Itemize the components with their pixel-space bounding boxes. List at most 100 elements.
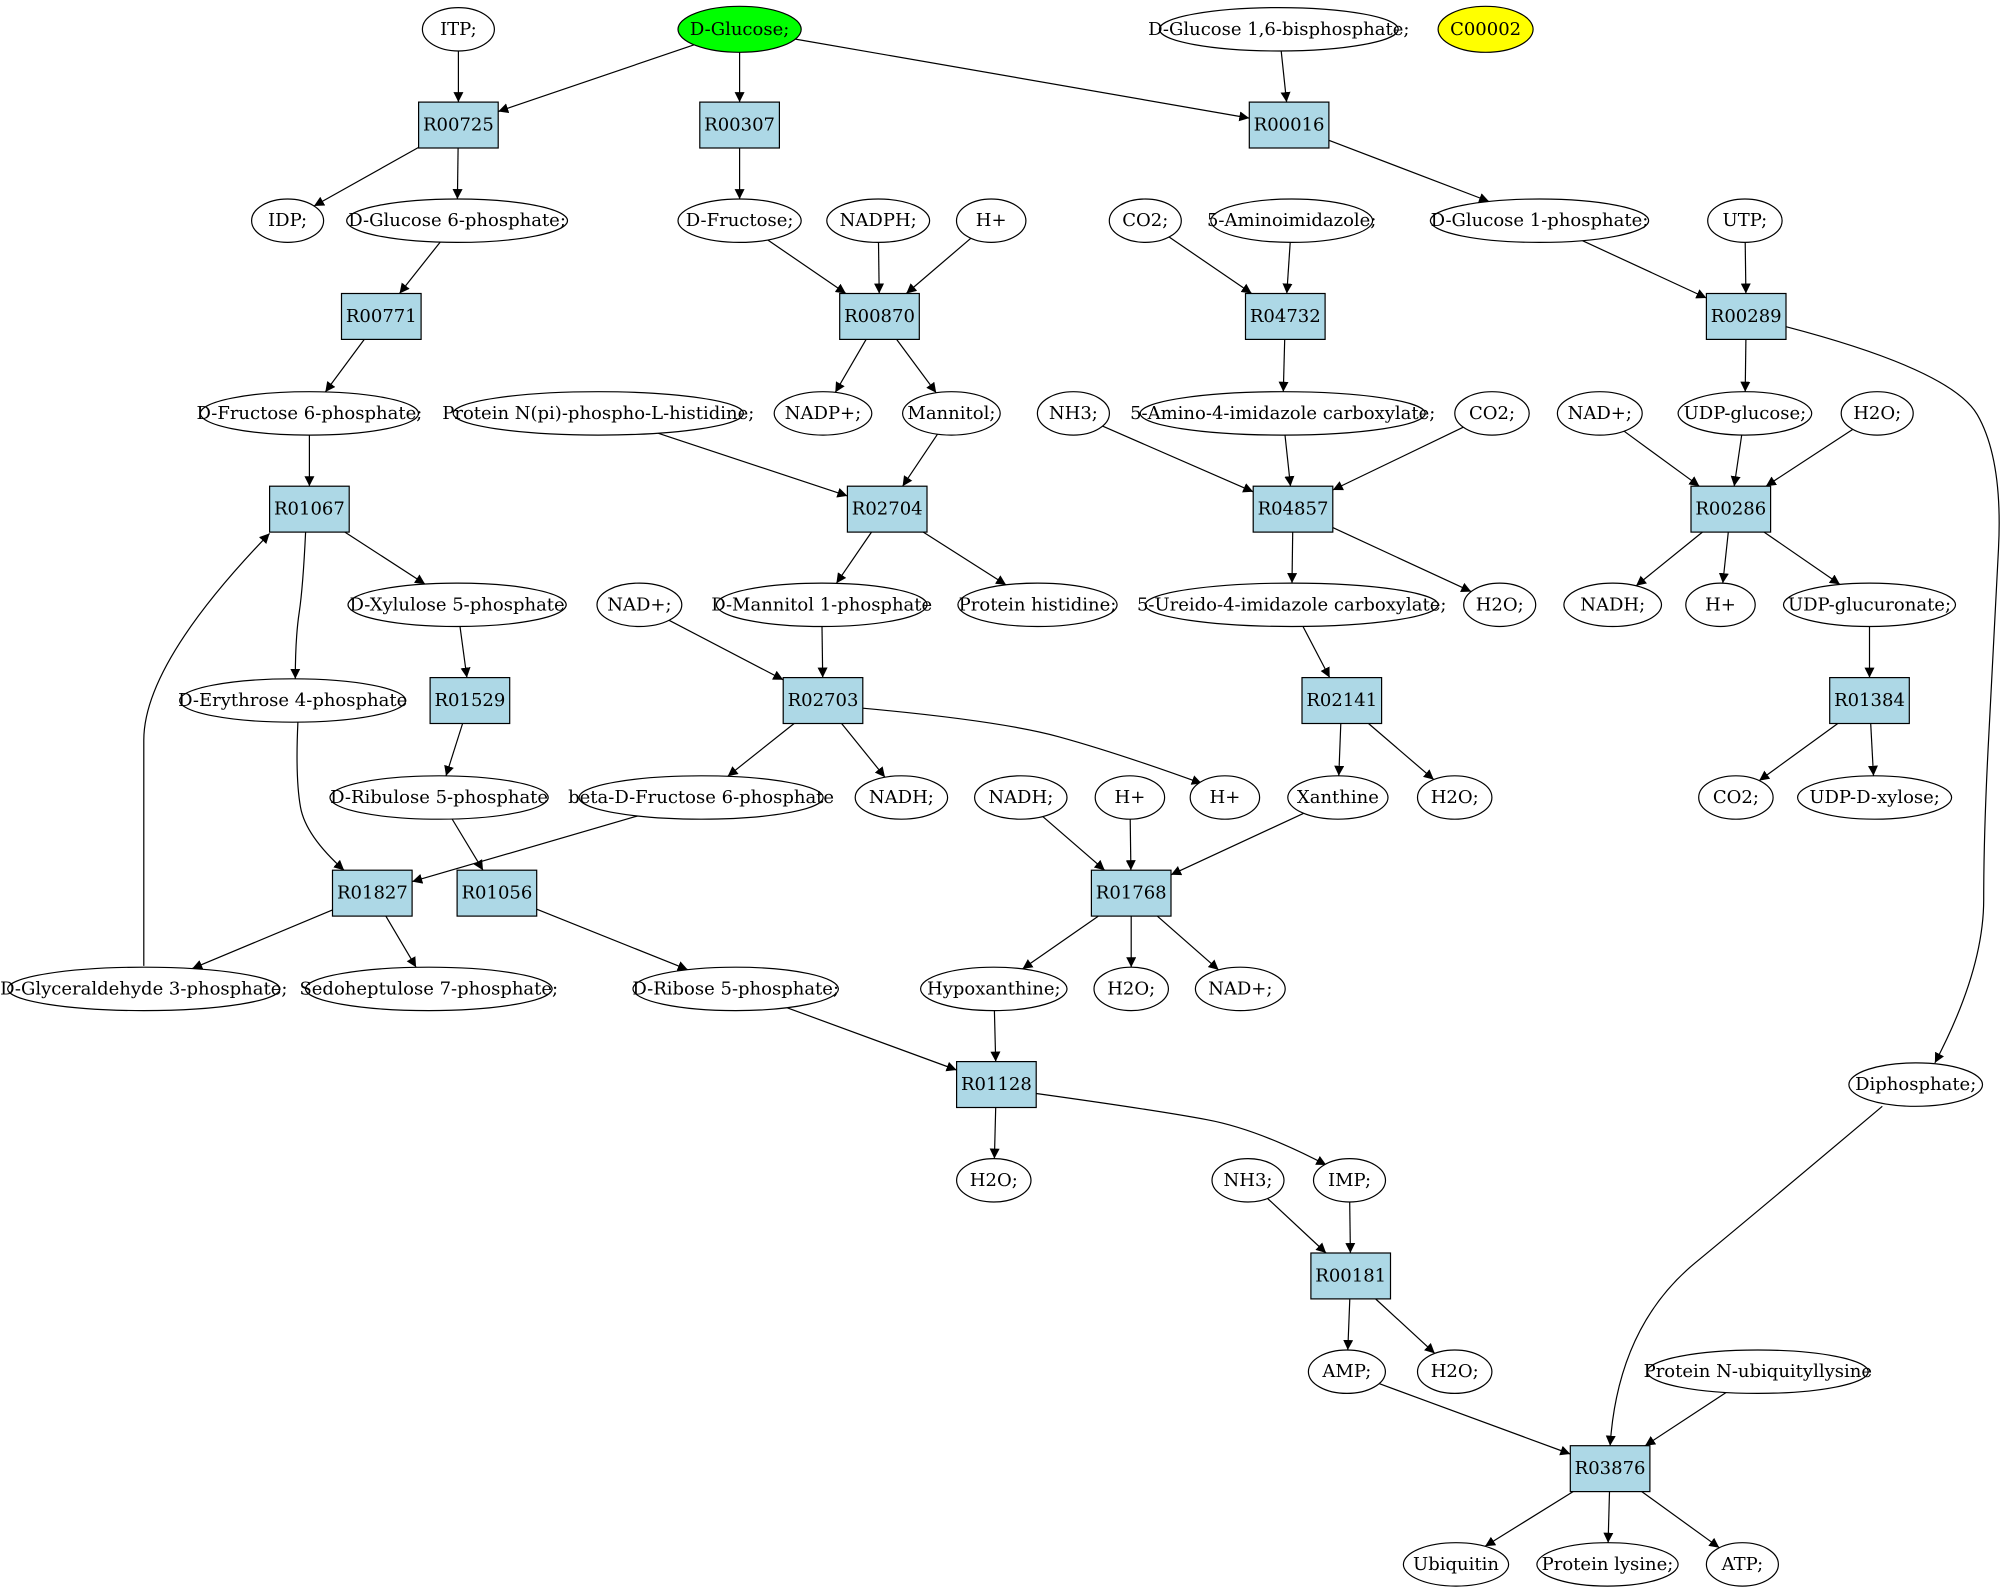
compound-node-idp[interactable]: IDP; (251, 198, 325, 244)
compound-node-g6p[interactable]: D-Glucose 6-phosphate; (346, 198, 569, 244)
reaction-node-r00870[interactable]: R00870 (839, 292, 920, 341)
edge-g1p-to-r00289 (1582, 240, 1707, 299)
compound-node-mannitol[interactable]: Mannitol; (902, 391, 1001, 436)
compound-node-g1p[interactable]: D-Glucose 1-phosphate; (1429, 198, 1650, 244)
edge-r01067-to-x5p (344, 531, 426, 585)
compound-node-xanthine[interactable]: Xanthine (1287, 775, 1389, 820)
compound-node-h2oe[interactable]: H2O; (955, 1158, 1032, 1203)
compound-node-nadpa[interactable]: NAD+; (1556, 391, 1643, 436)
compound-node-m1p[interactable]: D-Mannitol 1-phosphate (711, 582, 932, 628)
edge-r02704-to-phis (922, 531, 1007, 586)
compound-node-atp[interactable]: ATP; (1705, 1542, 1780, 1587)
compound-node-h2od[interactable]: H2O; (1093, 966, 1170, 1012)
edge-r01768-to-hypox (1022, 915, 1099, 970)
reaction-box (340, 292, 422, 341)
compound-node-nadhc[interactable]: NADH; (973, 775, 1068, 820)
node-label: AMP; (1321, 1361, 1371, 1382)
compound-node-bf6p[interactable]: beta-D-Fructose 6-phosphate (568, 775, 834, 820)
compound-ellipse (1685, 582, 1756, 628)
compound-node-h2ob[interactable]: H2O; (1463, 582, 1537, 628)
reaction-node-r01056[interactable]: R01056 (456, 869, 538, 917)
reaction-node-r00016[interactable]: R00016 (1248, 101, 1330, 149)
compound-node-ru5p[interactable]: D-Ribulose 5-phosphate (329, 775, 549, 820)
compound-node-imp[interactable]: IMP; (1312, 1158, 1387, 1203)
reaction-node-r01827[interactable]: R01827 (331, 869, 413, 917)
compound-node-amp[interactable]: AMP; (1307, 1349, 1387, 1395)
reaction-node-r01067[interactable]: R01067 (269, 485, 350, 533)
compound-ellipse (1094, 775, 1166, 820)
node-label: H2O; (970, 1170, 1018, 1191)
compound-node-udpg[interactable]: UDP-glucose; (1677, 391, 1813, 436)
compound-ellipse (1707, 198, 1783, 244)
compound-node-phis[interactable]: Protein histidine; (957, 582, 1118, 628)
reaction-box (846, 485, 928, 533)
compound-node-hp3[interactable]: H+ (1094, 775, 1166, 820)
reaction-node-r02703[interactable]: R02703 (782, 676, 864, 725)
edge-nh3a-to-r04857 (1102, 425, 1254, 493)
reaction-node-r01768[interactable]: R01768 (1090, 869, 1172, 917)
reaction-node-r00307[interactable]: R00307 (699, 101, 780, 149)
compound-node-x5p[interactable]: D-Xylulose 5-phosphate (347, 582, 567, 628)
compound-node-f6p[interactable]: D-Fructose 6-phosphate; (196, 391, 422, 436)
compound-node-nadph[interactable]: NADPH; (826, 198, 931, 244)
compound-node-hp1[interactable]: H+ (955, 198, 1027, 244)
reaction-node-r04732[interactable]: R04732 (1244, 292, 1326, 341)
compound-node-nh3a[interactable]: NH3; (1036, 391, 1111, 436)
edge-r02141-to-h2oc (1368, 723, 1435, 781)
compound-node-co2b[interactable]: CO2; (1454, 391, 1530, 436)
compound-node-pnul[interactable]: Protein N-ubiquityllysine (1644, 1349, 1872, 1395)
compound-node-cair[interactable]: 5-Amino-4-imidazole carboxylate; (1130, 391, 1435, 436)
compound-node-gap[interactable]: D-Glyceraldehyde 3-phosphate; (0, 966, 287, 1012)
compound-node-hp4[interactable]: H+ (1189, 775, 1261, 820)
compound-node-itp[interactable]: ITP; (421, 6, 495, 52)
compound-node-nadhb[interactable]: NADH; (854, 775, 949, 820)
compound-node-udpx[interactable]: UDP-D-xylose; (1796, 775, 1953, 820)
compound-node-co2a[interactable]: CO2; (1108, 198, 1182, 244)
reaction-node-r01128[interactable]: R01128 (955, 1060, 1037, 1109)
reaction-node-r02704[interactable]: R02704 (846, 485, 928, 533)
compound-node-co2c[interactable]: CO2; (1698, 775, 1774, 820)
compound-node-nadpb[interactable]: NAD+; (596, 582, 683, 628)
reaction-node-r00289[interactable]: R00289 (1705, 292, 1787, 341)
compound-node-hypox[interactable]: Hypoxanthine; (919, 966, 1068, 1012)
compound-node-pnh[interactable]: Protein N(pi)-phospho-L-histidine; (442, 391, 754, 436)
compound-node-diphos[interactable]: Diphosphate; (1848, 1062, 1984, 1107)
reaction-node-r03876[interactable]: R03876 (1569, 1445, 1651, 1493)
node-label: Ubiquitin (1413, 1554, 1499, 1575)
compound-node-h2oc[interactable]: H2O; (1416, 775, 1493, 820)
reaction-node-r00725[interactable]: R00725 (418, 101, 499, 149)
compound-node-plys[interactable]: Protein lysine; (1536, 1542, 1679, 1587)
compound-node-air[interactable]: 5-Aminoimidazole; (1207, 198, 1376, 244)
reaction-node-r01529[interactable]: R01529 (429, 676, 511, 725)
reaction-node-r00181[interactable]: R00181 (1310, 1252, 1392, 1300)
compound-node-e4p[interactable]: D-Erythrose 4-phosphate (178, 678, 407, 723)
node-label: R01056 (461, 883, 532, 904)
compound-node-r5p[interactable]: D-Ribose 5-phosphate; (632, 966, 839, 1012)
edge-nadph-to-r00870 (874, 242, 885, 294)
compound-node-nh3b[interactable]: NH3; (1211, 1158, 1285, 1203)
compound-node-dfru[interactable]: D-Fructose; (677, 198, 802, 244)
edge-g16bp-to-r00016 (1280, 50, 1291, 103)
compound-node-c00002[interactable]: C00002 (1437, 5, 1534, 53)
edge-udpg-to-r00286 (1730, 435, 1743, 487)
compound-ellipse (1307, 1349, 1387, 1395)
compound-node-nadpp[interactable]: NADP+; (773, 391, 873, 436)
compound-node-nadpc[interactable]: NAD+; (1194, 966, 1286, 1012)
compound-node-g16bp[interactable]: D-Glucose 1,6-bisphosphate; (1148, 6, 1409, 52)
reaction-node-r00771[interactable]: R00771 (340, 292, 422, 341)
compound-node-uica[interactable]: 5-Ureido-4-imidazole carboxylate; (1137, 582, 1447, 628)
compound-node-hp2[interactable]: H+ (1685, 582, 1756, 628)
compound-node-ubiquitin[interactable]: Ubiquitin (1402, 1542, 1510, 1587)
reaction-node-r01384[interactable]: R01384 (1829, 676, 1910, 725)
compound-node-s7p[interactable]: Sedoheptulose 7-phosphate; (299, 966, 558, 1012)
reaction-node-r00286[interactable]: R00286 (1690, 485, 1772, 533)
compound-node-h2oa[interactable]: H2O; (1840, 391, 1914, 436)
node-label: H2O; (1853, 403, 1901, 424)
reaction-node-r04857[interactable]: R04857 (1252, 485, 1334, 533)
compound-node-h2of[interactable]: H2O; (1416, 1349, 1493, 1395)
compound-node-nadha[interactable]: NADH; (1563, 582, 1663, 628)
reaction-node-r02141[interactable]: R02141 (1301, 676, 1383, 725)
compound-node-utp[interactable]: UTP; (1707, 198, 1783, 244)
compound-node-dglc[interactable]: D-Glucose; (677, 5, 802, 53)
compound-node-udpga[interactable]: UDP-glucuronate; (1782, 582, 1957, 628)
